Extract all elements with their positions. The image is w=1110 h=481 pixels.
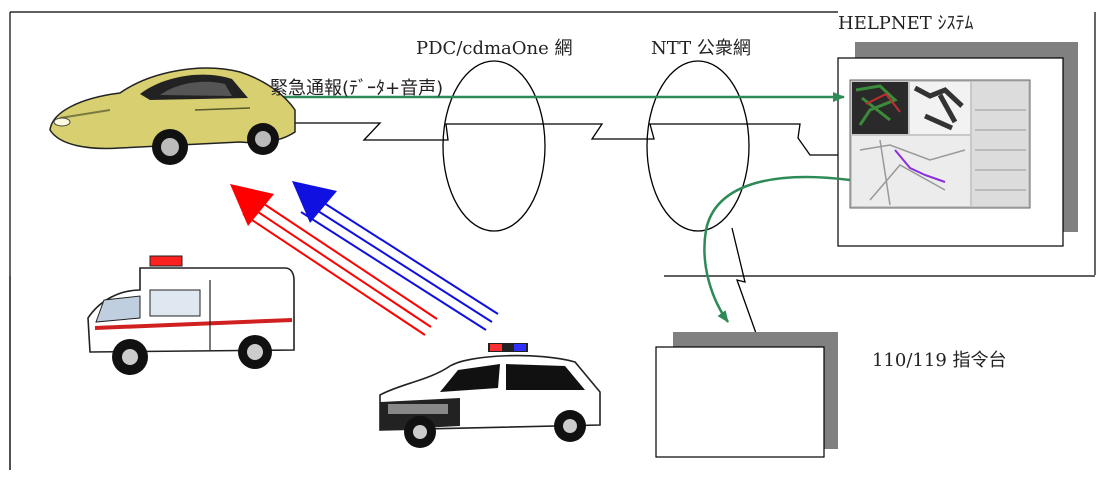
diagram-frame bbox=[9, 11, 1096, 470]
telecom-line bbox=[295, 122, 850, 156]
police-response-arrow bbox=[292, 181, 499, 331]
dispatch-box bbox=[655, 346, 825, 458]
pdc-network-label: PDC/cdmaOne 網 bbox=[416, 38, 573, 59]
police-car-icon bbox=[379, 343, 601, 448]
ambulance-response-arrow bbox=[230, 184, 438, 336]
ntt-network-label: NTT 公衆網 bbox=[651, 38, 751, 59]
map-screen-icon bbox=[849, 79, 1031, 209]
dispatch-center-label: 110/119 指令台 bbox=[872, 350, 1007, 371]
sports-car-icon bbox=[49, 67, 296, 165]
dispatch-notify-arrow bbox=[703, 175, 851, 323]
ntt-network-ellipse bbox=[646, 60, 750, 232]
helpnet-system-label: HELPNET ｼｽﾃﾑ bbox=[838, 13, 974, 34]
dispatch-line bbox=[731, 227, 763, 351]
ambulance-icon bbox=[87, 255, 295, 375]
pdc-network-ellipse bbox=[442, 60, 546, 232]
emergency-call-label: 緊急通報(ﾃﾞｰﾀ+音声) bbox=[270, 78, 444, 99]
